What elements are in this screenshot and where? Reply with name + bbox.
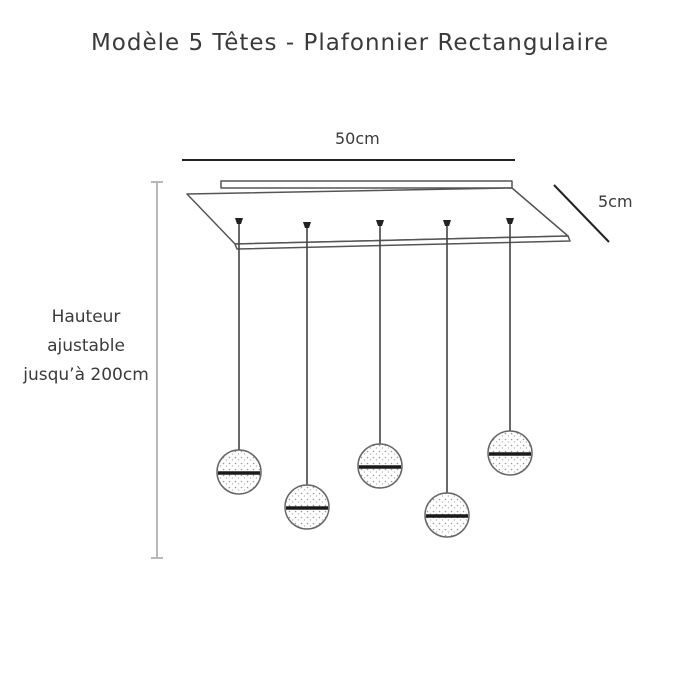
diagram-title: Modèle 5 Têtes - Plafonnier Rectangulair… bbox=[90, 30, 610, 56]
depth-label: 5cm bbox=[598, 192, 633, 211]
depth-dimension-line bbox=[553, 184, 610, 243]
height-label: Hauteur ajustable jusqu’à 200cm bbox=[10, 303, 162, 390]
width-label: 50cm bbox=[335, 129, 380, 148]
pendant-mount bbox=[506, 218, 514, 224]
height-dimension-line bbox=[151, 181, 163, 559]
height-label-line-2: ajustable bbox=[47, 336, 125, 356]
pendant-light bbox=[216, 218, 262, 495]
pendant-mount bbox=[303, 222, 311, 228]
pendant-light bbox=[424, 220, 470, 538]
pendant-mount bbox=[376, 220, 384, 226]
pendant-mount bbox=[443, 220, 451, 226]
height-label-line-3: jusqu’à 200cm bbox=[23, 365, 149, 385]
pendant-light bbox=[284, 222, 330, 530]
pendant-light bbox=[357, 220, 403, 489]
pendant-light bbox=[487, 218, 533, 476]
pendant-mount bbox=[235, 218, 243, 224]
ceiling-plate bbox=[186, 180, 571, 250]
height-label-line-1: Hauteur bbox=[51, 307, 121, 327]
